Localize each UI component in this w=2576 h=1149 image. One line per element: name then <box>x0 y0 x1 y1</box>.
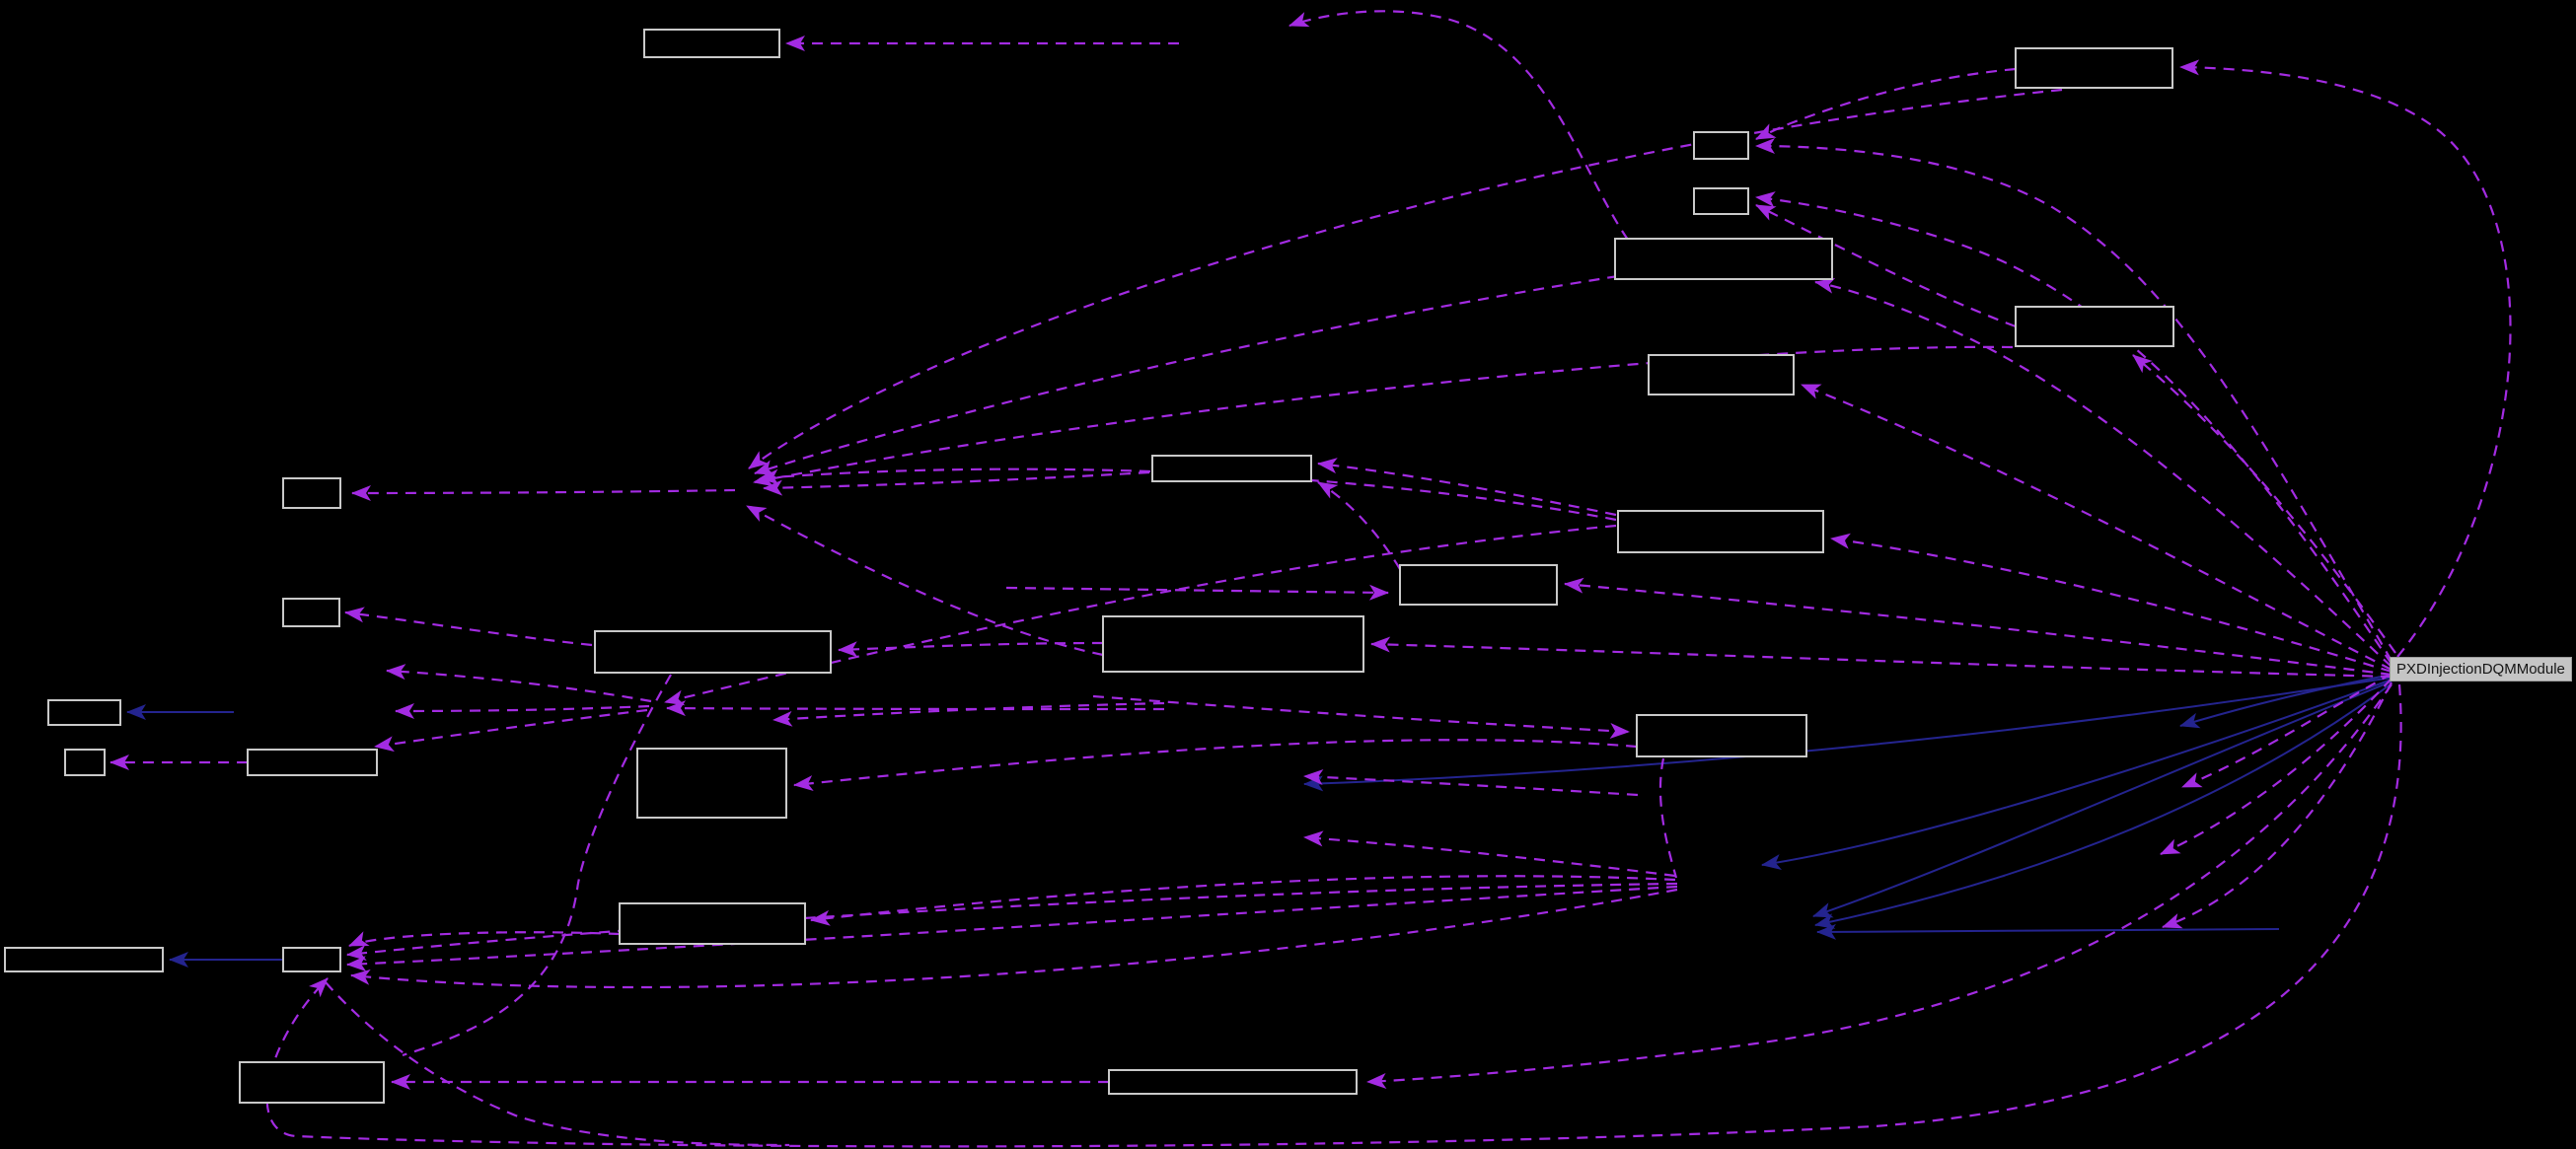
usage-edge <box>1755 138 2392 662</box>
usage-edge <box>350 888 1678 989</box>
usage-edge <box>2162 682 2392 929</box>
class-node-n-a[interactable] <box>643 29 780 58</box>
usage-edge <box>753 345 2014 487</box>
class-node-n-t[interactable] <box>619 902 806 945</box>
usage-edge <box>1658 757 1678 879</box>
usage-edge <box>2181 673 2392 789</box>
usage-edge <box>1303 830 1676 878</box>
usage-edge <box>265 683 2402 1148</box>
inheritance-edge <box>1812 681 2392 918</box>
usage-edge <box>838 641 1104 658</box>
usage-edge <box>664 524 1617 706</box>
inheritance-edge <box>2179 674 2392 729</box>
usage-edge <box>346 882 1678 962</box>
class-node-n-f[interactable] <box>2015 306 2174 347</box>
class-node-n-e[interactable] <box>1614 238 1833 280</box>
usage-edge <box>1317 458 1617 517</box>
usage-edge <box>748 88 2063 469</box>
class-node-n-n[interactable] <box>594 630 832 674</box>
usage-edge <box>2179 59 2512 658</box>
usage-edge <box>1755 67 2017 140</box>
usage-edge <box>1755 191 2392 665</box>
usage-edge <box>810 875 1676 926</box>
usage-edge <box>1005 584 1389 601</box>
inheritance-edge <box>1816 923 2280 940</box>
usage-edge <box>1370 636 2392 679</box>
class-node-n-r[interactable] <box>636 748 787 819</box>
class-node-n-j[interactable] <box>1617 510 1824 553</box>
usage-edge <box>1092 694 1630 739</box>
usage-edge <box>1814 277 2392 668</box>
class-node-n-b[interactable] <box>2015 47 2173 89</box>
usage-edge <box>2160 678 2392 855</box>
inheritance-edge <box>1761 679 2392 870</box>
class-node-n-l[interactable] <box>282 598 340 627</box>
class-node-n-w[interactable] <box>239 1061 385 1104</box>
usage-edge <box>386 664 652 703</box>
class-node-n-k[interactable] <box>1399 564 1558 606</box>
usage-edge <box>763 470 1150 496</box>
usage-edge <box>1564 577 2392 677</box>
usage-edge <box>793 739 1638 792</box>
class-node-n-i[interactable] <box>282 477 341 509</box>
usage-edge <box>754 274 1619 475</box>
usage-edge <box>1288 10 1629 241</box>
class-node-n-x[interactable] <box>1108 1069 1358 1095</box>
usage-edge <box>2132 354 2396 654</box>
usage-edge <box>374 708 648 753</box>
usage-edge <box>1303 768 1639 797</box>
class-node-n-u[interactable] <box>4 947 164 972</box>
usage-edge <box>395 702 650 719</box>
usage-edge <box>346 885 1678 972</box>
class-node-n-q[interactable] <box>64 749 106 776</box>
class-node-n-p[interactable] <box>247 749 378 776</box>
class-node-n-s[interactable] <box>1636 714 1807 757</box>
pxdinjectiondqmmodule-node[interactable]: PXDInjectionDQMModule <box>2390 657 2572 682</box>
usage-edge <box>348 931 621 948</box>
usage-edge <box>402 674 672 1057</box>
class-node-n-c[interactable] <box>1693 131 1749 160</box>
usage-edge <box>1755 204 2017 328</box>
usage-edge <box>1317 481 1401 570</box>
class-node-n-v[interactable] <box>282 947 341 972</box>
inheritance-edge <box>1814 682 2392 929</box>
usage-edge <box>666 700 1165 717</box>
class-node-n-o[interactable] <box>47 699 121 726</box>
usage-edge <box>1801 383 2392 671</box>
usage-edge <box>773 701 1165 727</box>
usage-edge <box>325 981 790 1147</box>
usage-edge <box>344 607 593 647</box>
class-node-n-d[interactable] <box>1693 187 1749 215</box>
inheritance-edge <box>1303 677 2392 792</box>
class-node-n-g[interactable] <box>1648 354 1795 395</box>
usage-edge <box>351 484 736 501</box>
usage-edge <box>1366 683 2392 1089</box>
usage-edge <box>746 505 1104 657</box>
class-node-n-h[interactable] <box>1151 455 1312 482</box>
usage-edge <box>1830 533 2392 674</box>
class-node-n-m[interactable] <box>1102 615 1364 673</box>
